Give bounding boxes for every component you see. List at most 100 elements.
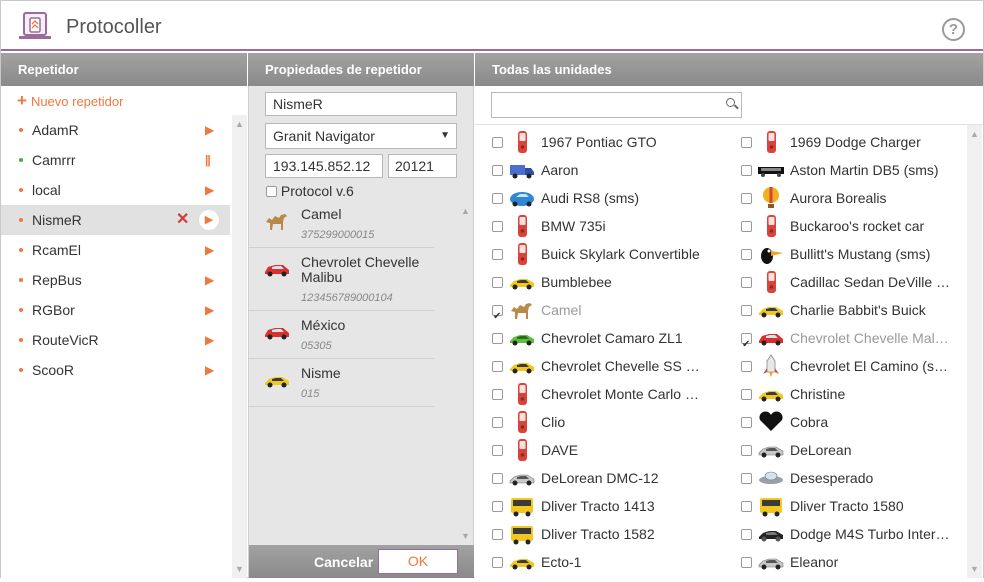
scroll-down-icon[interactable]: ▼	[461, 531, 470, 541]
unit-checkbox[interactable]	[492, 137, 503, 148]
play-icon[interactable]: ▶	[205, 333, 215, 347]
unit-row[interactable]: DAVE	[475, 436, 720, 464]
unit-checkbox[interactable]	[492, 417, 503, 428]
play-icon[interactable]: ▶	[205, 243, 215, 257]
unit-checkbox[interactable]	[492, 473, 503, 484]
unit-checkbox[interactable]	[492, 303, 503, 331]
unit-checkbox[interactable]	[492, 529, 503, 540]
protocol-select[interactable]: Granit Navigator ▼	[265, 123, 457, 149]
repeater-item-adamr[interactable]: AdamR▶	[1, 115, 230, 145]
play-icon[interactable]: ▶	[205, 303, 215, 317]
unit-checkbox[interactable]	[741, 165, 752, 176]
unit-row[interactable]: 1969 Dodge Charger	[724, 128, 969, 156]
repeater-name-field[interactable]: NismeR	[265, 92, 457, 116]
play-icon[interactable]: ▶	[205, 273, 215, 287]
repeater-item-rcamel[interactable]: RcamEl▶	[1, 235, 230, 265]
unit-checkbox[interactable]	[492, 333, 503, 344]
unit-row[interactable]: Cadillac Sedan DeVille …	[724, 268, 969, 296]
unit-row[interactable]: Aaron	[475, 156, 720, 184]
scroll-down-icon[interactable]: ▼	[235, 564, 244, 574]
unit-checkbox[interactable]	[492, 557, 503, 568]
unit-checkbox[interactable]	[492, 193, 503, 204]
unit-row[interactable]: Clio	[475, 408, 720, 436]
unit-row[interactable]: Bumblebee	[475, 268, 720, 296]
unit-checkbox[interactable]	[492, 389, 503, 400]
unit-checkbox[interactable]	[492, 445, 503, 456]
unit-row[interactable]: Dliver Tracto 1413	[475, 492, 720, 520]
unit-row[interactable]: Chevrolet Camaro ZL1	[475, 324, 720, 352]
unit-row[interactable]: Desesperado	[724, 464, 969, 492]
unit-row[interactable]: Eleanor	[724, 548, 969, 576]
unit-checkbox[interactable]	[492, 165, 503, 176]
unit-row[interactable]: Buick Skylark Convertible	[475, 240, 720, 268]
unit-row[interactable]: Christine	[724, 380, 969, 408]
unit-row[interactable]: DeLorean	[724, 436, 969, 464]
pause-icon[interactable]: ||	[205, 153, 211, 167]
unit-row[interactable]: Dodge M4S Turbo Inter…	[724, 520, 969, 548]
unit-checkbox[interactable]	[741, 389, 752, 400]
ip-address-field[interactable]: 193.145.852.12	[265, 154, 383, 178]
unit-checkbox[interactable]	[741, 445, 752, 456]
repeater-item-camrrr[interactable]: Camrrr||	[1, 145, 230, 175]
repeater-item-scoor[interactable]: ScooR▶	[1, 355, 230, 385]
scroll-up-icon[interactable]: ▲	[970, 129, 979, 139]
repeater-item-local[interactable]: local▶	[1, 175, 230, 205]
unit-checkbox[interactable]	[492, 361, 503, 372]
scroll-down-icon[interactable]: ▼	[970, 564, 979, 574]
play-icon[interactable]: ▶	[205, 123, 215, 137]
unit-checkbox[interactable]	[741, 529, 752, 540]
repeater-item-routevicr[interactable]: RouteVicR▶	[1, 325, 230, 355]
scroll-up-icon[interactable]: ▲	[461, 206, 470, 216]
unit-checkbox[interactable]	[741, 305, 752, 316]
unit-checkbox[interactable]	[741, 221, 752, 232]
unit-row[interactable]: Aston Martin DB5 (sms)	[724, 156, 969, 184]
repeater-item-repbus[interactable]: RepBus▶	[1, 265, 230, 295]
unit-search-input[interactable]	[491, 92, 742, 118]
unit-row[interactable]: Chevrolet Chevelle SS …	[475, 352, 720, 380]
unit-checkbox[interactable]	[741, 361, 752, 372]
unit-checkbox[interactable]	[492, 249, 503, 260]
unit-row[interactable]: Cobra	[724, 408, 969, 436]
repeater-item-nismer[interactable]: NismeR✕▶	[1, 205, 230, 235]
cancel-button[interactable]: Cancelar	[314, 554, 374, 570]
unit-row[interactable]: Chevrolet Monte Carlo …	[475, 380, 720, 408]
delete-icon[interactable]: ✕	[176, 211, 190, 228]
unit-row[interactable]: Chevrolet Chevelle Mal…	[724, 324, 969, 359]
unit-row[interactable]: 1967 Pontiac GTO	[475, 128, 720, 156]
unit-checkbox[interactable]	[492, 277, 503, 288]
port-field[interactable]: 20121	[388, 154, 457, 178]
protocol-v6-checkbox[interactable]: Protocol v.6	[266, 182, 354, 200]
unit-checkbox[interactable]	[492, 501, 503, 512]
repeater-scrollbar[interactable]: ▲ ▼	[232, 115, 247, 578]
checkbox-icon[interactable]	[266, 186, 277, 197]
unit-row[interactable]: Dliver Tracto 1582	[475, 520, 720, 548]
properties-scrollbar[interactable]: ▲ ▼	[458, 200, 473, 545]
unit-checkbox[interactable]	[741, 501, 752, 512]
all-units-scrollbar[interactable]: ▲ ▼	[967, 125, 982, 578]
unit-checkbox[interactable]	[741, 557, 752, 568]
unit-row[interactable]: BMW 735i	[475, 212, 720, 240]
unit-row[interactable]: Charlie Babbit's Buick	[724, 296, 969, 324]
repeater-item-rgbor[interactable]: RGBor▶	[1, 295, 230, 325]
unit-checkbox[interactable]	[741, 473, 752, 484]
unit-row[interactable]: Audi RS8 (sms)	[475, 184, 720, 212]
unit-checkbox[interactable]	[741, 193, 752, 204]
unit-row[interactable]: Ecto-1	[475, 548, 720, 576]
unit-row[interactable]: Buckaroo's rocket car	[724, 212, 969, 240]
new-repeater-button[interactable]: +Nuevo repetidor	[17, 92, 123, 111]
unit-row[interactable]: Dliver Tracto 1580	[724, 492, 969, 520]
unit-row[interactable]: Aurora Borealis	[724, 184, 969, 212]
unit-row[interactable]: DeLorean DMC-12	[475, 464, 720, 492]
ok-button[interactable]: OK	[378, 549, 458, 574]
unit-checkbox[interactable]	[741, 277, 752, 288]
unit-checkbox[interactable]	[741, 417, 752, 428]
scroll-up-icon[interactable]: ▲	[235, 119, 244, 129]
play-icon[interactable]: ▶	[205, 363, 215, 377]
unit-checkbox[interactable]	[741, 331, 752, 359]
unit-row[interactable]: Camel	[475, 296, 720, 331]
unit-row[interactable]: Bullitt's Mustang (sms)	[724, 240, 969, 268]
